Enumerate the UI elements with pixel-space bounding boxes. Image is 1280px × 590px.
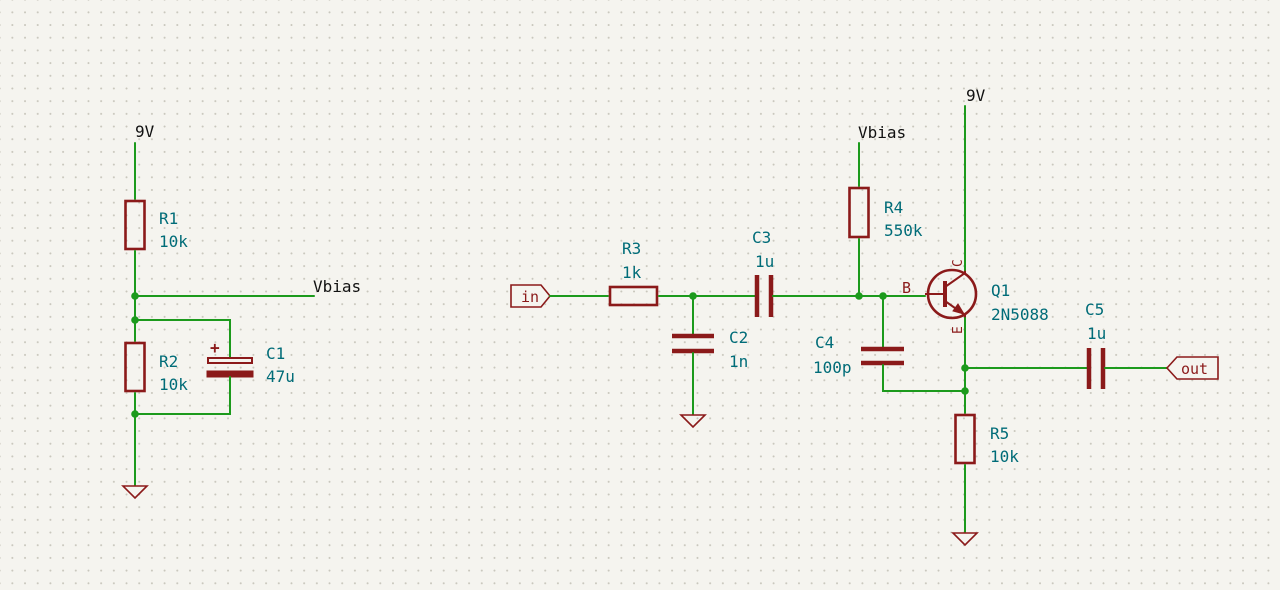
r2-ref: R2 — [159, 352, 178, 371]
r4-ref: R4 — [884, 198, 903, 217]
capacitor-c1[interactable] — [206, 335, 254, 399]
resistor-r3[interactable] — [608, 285, 659, 307]
ground-symbol-left — [121, 485, 149, 500]
r3-value: 1k — [622, 263, 642, 282]
bias-network: 9V R1 10k Vbias R2 10k + C1 47u — [121, 122, 361, 500]
junction — [131, 410, 139, 418]
c4-ref: C4 — [815, 333, 834, 352]
net-label-vbias-out: Vbias — [313, 277, 361, 296]
power-label-9v-left: 9V — [135, 122, 155, 141]
input-port[interactable] — [510, 284, 552, 308]
junction — [855, 292, 863, 300]
junction — [131, 316, 139, 324]
capacitor-c5[interactable] — [1086, 348, 1106, 389]
capacitor-c2[interactable] — [672, 333, 714, 354]
capacitor-c3[interactable] — [754, 275, 774, 317]
r2-value: 10k — [159, 375, 188, 394]
c1-ref: C1 — [266, 344, 285, 363]
c1-positive-plate — [207, 357, 253, 364]
r3-ref: R3 — [622, 239, 641, 258]
r5-value: 10k — [990, 447, 1019, 466]
c5-value: 1u — [1087, 324, 1106, 343]
q1-ref: Q1 — [991, 281, 1010, 300]
c3-ref: C3 — [752, 228, 771, 247]
emitter-arrow — [952, 303, 966, 315]
ground-symbol-c2 — [679, 414, 707, 429]
net-label-vbias-in: Vbias — [858, 123, 906, 142]
power-label-9v-right: 9V — [966, 86, 986, 105]
r5-ref: R5 — [990, 424, 1009, 443]
junction — [879, 292, 887, 300]
transistor-q1[interactable] — [925, 268, 978, 320]
q1-pin-e: E — [951, 326, 966, 334]
q1-pin-b: B — [902, 279, 911, 297]
junction — [131, 292, 139, 300]
junction — [961, 387, 969, 395]
c2-ref: C2 — [729, 328, 748, 347]
q1-value: 2N5088 — [991, 305, 1049, 324]
resistor-r1[interactable] — [124, 199, 146, 251]
capacitor-c4[interactable] — [861, 346, 904, 366]
c4-value: 100p — [813, 358, 852, 377]
r1-value: 10k — [159, 232, 188, 251]
ground-symbol-r5 — [951, 532, 979, 547]
output-port-label: out — [1181, 360, 1208, 378]
c1-value: 47u — [266, 367, 295, 386]
input-port-label: in — [521, 288, 539, 306]
resistor-r5[interactable] — [954, 413, 976, 465]
output-port[interactable] — [1165, 356, 1219, 380]
resistor-r4[interactable] — [848, 186, 870, 239]
wire-c1-top[interactable] — [134, 319, 231, 337]
r4-value: 550k — [884, 221, 923, 240]
c3-value: 1u — [755, 252, 774, 271]
c2-value: 1n — [729, 352, 748, 371]
junction — [689, 292, 697, 300]
c5-ref: C5 — [1085, 300, 1104, 319]
wire-c4-emitter[interactable] — [882, 364, 966, 392]
c1-plus-sign: + — [210, 338, 220, 357]
q1-pin-c: C — [951, 259, 966, 267]
r1-ref: R1 — [159, 209, 178, 228]
resistor-r2[interactable] — [124, 341, 146, 393]
junction — [961, 364, 969, 372]
amplifier-stage: in R3 1k C2 1n C3 1u Vbias R4 550k — [510, 86, 1219, 547]
wire-c1-bottom[interactable] — [134, 397, 231, 415]
